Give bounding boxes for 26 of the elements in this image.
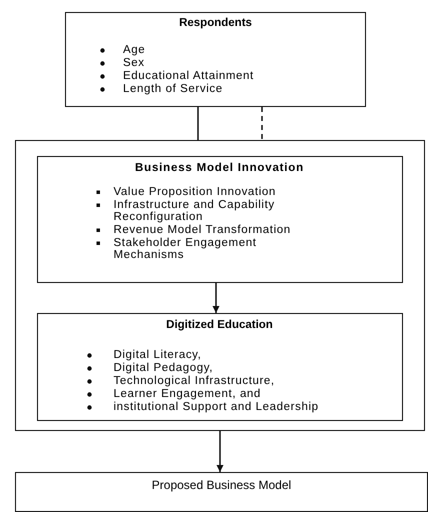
list-item: Sex <box>123 57 146 70</box>
list-item: Age <box>123 44 146 56</box>
box-heading: Business Model Innovation <box>134 162 305 174</box>
box-heading: Digitized Education <box>165 318 274 330</box>
box-heading: Proposed Business Model <box>150 478 292 492</box>
connector-line <box>261 107 263 140</box>
list-item: Revenue Model Transformation <box>114 224 292 236</box>
group-box <box>15 140 425 431</box>
text-box <box>36 312 402 420</box>
list-item: Digital Pedagogy, <box>114 362 214 374</box>
connector-line <box>197 107 199 140</box>
list-item: Length of Service <box>123 83 224 96</box>
box-heading: Respondents <box>178 17 253 29</box>
arrow <box>216 431 224 472</box>
list-item: Digital Literacy, <box>114 348 202 361</box>
text-box <box>36 156 402 282</box>
list-item: Learner Engagement, and <box>114 388 262 400</box>
list-item: Educational Attainment <box>123 70 255 82</box>
list-item: Value Proposition Innovation <box>114 186 277 198</box>
list-item: Stakeholder Engagement Mechanisms <box>114 236 258 262</box>
text-box <box>15 472 428 512</box>
list-item: institutional Support and Leadership <box>114 400 320 413</box>
text-box <box>65 12 366 107</box>
list-item: Technological Infrastructure, <box>114 374 276 387</box>
arrow <box>212 283 220 313</box>
list-item: Infrastructure and Capability Reconfiguration <box>114 198 276 224</box>
